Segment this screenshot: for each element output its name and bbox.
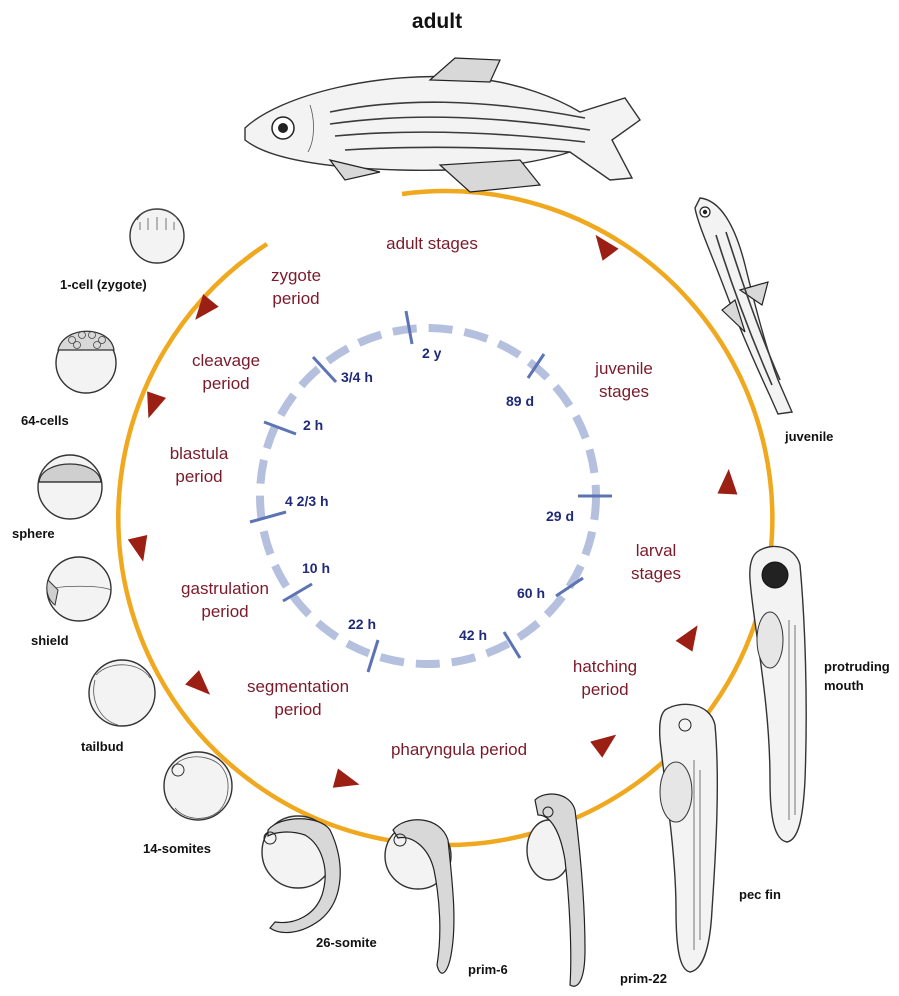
- stage-label: protruding: [824, 659, 890, 674]
- embryo-14-somites: [164, 752, 232, 820]
- time-label: 2 y: [422, 345, 442, 361]
- period-label: segmentation: [247, 677, 349, 696]
- period-label: gastrulation: [181, 579, 269, 598]
- time-label: 3/4 h: [341, 369, 373, 385]
- period-label: adult stages: [386, 234, 478, 253]
- time-label: 2 h: [303, 417, 323, 433]
- stage-label: 1-cell (zygote): [60, 277, 147, 292]
- period-label: period: [272, 289, 319, 308]
- embryo-sphere: [38, 455, 102, 519]
- cycle-arrow: [185, 670, 217, 702]
- stage-label: tailbud: [81, 739, 124, 754]
- embryo-26-somite: [262, 816, 340, 933]
- stage-label: 64-cells: [21, 413, 69, 428]
- larva-pec-fin: [660, 704, 718, 972]
- larva-prim-6: [385, 820, 454, 973]
- period-label: stages: [599, 382, 649, 401]
- time-labels: 2 y 3/4 h 2 h 4 2/3 h 10 h 22 h 42 h 60 …: [285, 345, 574, 643]
- time-label: 89 d: [506, 393, 534, 409]
- period-label: period: [175, 467, 222, 486]
- period-label: zygote: [271, 266, 321, 285]
- stage-label: 14-somites: [143, 841, 211, 856]
- stage-label: pec fin: [739, 887, 781, 902]
- stage-label: prim-6: [468, 962, 508, 977]
- stage-label: mouth: [824, 678, 864, 693]
- adult-fish-illustration: [245, 58, 640, 192]
- stage-label: prim-22: [620, 971, 667, 986]
- timeline-tick: [250, 512, 286, 522]
- period-label: blastula: [170, 444, 229, 463]
- stage-label: shield: [31, 633, 69, 648]
- diagram-title: adult: [412, 10, 462, 33]
- time-label: 29 d: [546, 508, 574, 524]
- time-label: 42 h: [459, 627, 487, 643]
- stage-label: 26-somite: [316, 935, 377, 950]
- period-label: period: [201, 602, 248, 621]
- timeline-tick: [368, 640, 378, 672]
- cycle-arrow: [128, 535, 153, 564]
- time-label: 4 2/3 h: [285, 493, 329, 509]
- time-label: 10 h: [302, 560, 330, 576]
- cycle-arrow: [590, 727, 622, 758]
- period-label: period: [274, 700, 321, 719]
- embryo-tailbud: [89, 660, 155, 726]
- period-label: cleavage: [192, 351, 260, 370]
- inner-timeline: [250, 311, 612, 672]
- period-label: larval: [636, 541, 677, 560]
- cycle-arrow: [717, 468, 738, 494]
- larva-protruding-mouth: [750, 546, 806, 842]
- stage-label: juvenile: [784, 429, 833, 444]
- time-label: 22 h: [348, 616, 376, 632]
- stage-label: sphere: [12, 526, 55, 541]
- embryo-1-cell: [130, 209, 184, 263]
- larva-prim-22: [527, 794, 585, 986]
- period-label: stages: [631, 564, 681, 583]
- period-label: period: [202, 374, 249, 393]
- embryo-shield: [47, 557, 111, 621]
- time-label: 60 h: [517, 585, 545, 601]
- period-label: juvenile: [594, 359, 653, 378]
- period-label: period: [581, 680, 628, 699]
- embryo-64-cells: [56, 331, 116, 393]
- cycle-arrow: [676, 620, 706, 652]
- cycle-arrow: [333, 768, 362, 794]
- period-label: hatching: [573, 657, 637, 676]
- period-label: pharyngula period: [391, 740, 527, 759]
